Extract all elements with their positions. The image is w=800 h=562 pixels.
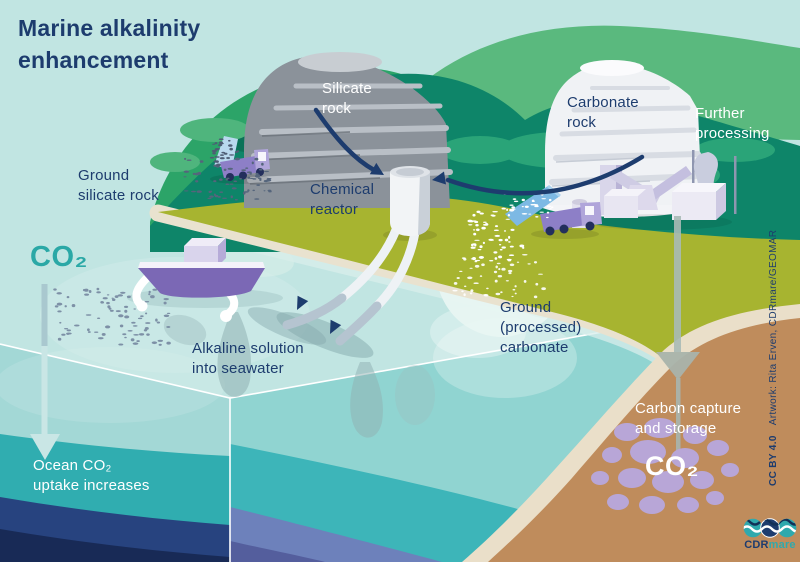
label-carbonate-rock: Carbonate rock xyxy=(567,94,639,131)
coastal-ground xyxy=(158,194,800,356)
chemical-reactor xyxy=(282,166,437,346)
carbonate-quarry xyxy=(532,60,712,217)
label-ground-carbonate: Ground (processed) carbonate xyxy=(500,299,582,356)
down-arrow-icon xyxy=(30,434,60,460)
carbonate-truck xyxy=(505,184,602,239)
license-text: CC BY 4.0 xyxy=(768,435,779,486)
label-ground-silicate-rock: Ground silicate rock xyxy=(78,167,159,204)
carbonate-to-reactor-arrow xyxy=(445,154,645,196)
cdrmare-logo-icon xyxy=(743,518,797,538)
cross-section-edges xyxy=(0,323,649,562)
carbon-storage-pipe xyxy=(656,216,700,454)
silicate-to-reactor-arrow xyxy=(313,107,377,173)
label-silicate-rock: Silicate rock xyxy=(322,80,372,117)
carbonate-cascade xyxy=(467,207,528,263)
page-title: Marine alkalinity enhancement xyxy=(18,15,201,73)
alkaline-teardrop xyxy=(217,312,252,398)
cdrmare-wordmark: CDRmare xyxy=(744,539,796,551)
down-arrow-icon xyxy=(656,352,700,380)
carbonate-splash xyxy=(452,257,546,299)
credit-line: CC BY 4.0 Artwork: Rita Erven, CDRmare/GE… xyxy=(768,230,779,486)
artwork-credit: Artwork: Rita Erven, CDRmare/GEOMAR xyxy=(768,229,779,426)
label-chemical-reactor: Chemical reactor xyxy=(310,181,375,218)
ocean-cross-section-left xyxy=(0,344,230,562)
ground-silicate-gravel xyxy=(183,156,272,201)
process-arrows xyxy=(313,107,645,196)
co2-uptake-arrow xyxy=(30,284,60,460)
label-ocean-uptake: Ocean CO₂ uptake increases xyxy=(33,457,150,494)
silicate-spread-in-water xyxy=(53,287,171,346)
silicate-chute-gravel xyxy=(209,138,240,167)
label-carbon-capture: Carbon capture and storage xyxy=(635,400,742,437)
label-alkaline-solution: Alkaline solution into seawater xyxy=(192,340,304,377)
label-co2-storage: CO₂ xyxy=(645,451,699,481)
flow-arrowheads xyxy=(297,295,342,334)
co2-storage-blobs xyxy=(591,418,739,514)
processing-plant xyxy=(572,150,737,230)
carbonate-chute-dots xyxy=(503,193,554,220)
label-co2-atmosphere: CO₂ xyxy=(30,241,88,273)
label-further-processing: Further processing xyxy=(695,105,770,142)
